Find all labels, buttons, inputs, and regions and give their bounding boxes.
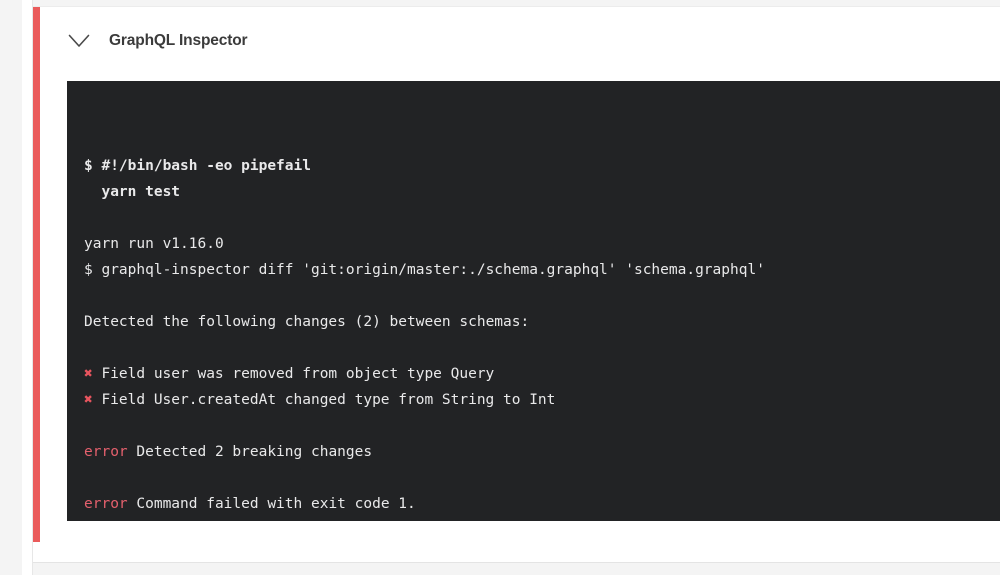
terminal-line: info Visit https://yarnpkg.com/en/docs/c… (84, 517, 1000, 521)
job-step-card: GraphQL Inspector $ #!/bin/bash -eo pipe… (33, 6, 1000, 563)
terminal-line (84, 283, 1000, 309)
terminal-line-text: Detected the following changes (2) betwe… (84, 314, 530, 330)
terminal-line-text: yarn run v1.16.0 (84, 236, 224, 252)
terminal-line: error Detected 2 breaking changes (84, 439, 1000, 465)
error-label: error (84, 444, 128, 460)
terminal-line-text: yarn test (84, 184, 181, 200)
terminal-line-text: Field User.createdAt changed type from S… (92, 392, 556, 408)
terminal-line: $ graphql-inspector diff 'git:origin/mas… (84, 257, 1000, 283)
terminal-line-text: Field user was removed from object type … (92, 366, 495, 382)
terminal-line-text: Detected 2 breaking changes (127, 444, 373, 460)
error-label: error (84, 496, 128, 512)
terminal-line-text: $ #!/bin/bash -eo pipefail (84, 158, 311, 174)
card-header-toggle[interactable]: GraphQL Inspector (40, 7, 248, 75)
terminal-line: Detected the following changes (2) betwe… (84, 309, 1000, 335)
page-title: GraphQL Inspector (109, 32, 248, 49)
terminal-line-text: $ graphql-inspector diff 'git:origin/mas… (84, 262, 765, 278)
gutter-edge (22, 0, 33, 575)
terminal-line: error Command failed with exit code 1. (84, 491, 1000, 517)
terminal-line: $ #!/bin/bash -eo pipefail (84, 153, 1000, 179)
terminal-line: ✖ Field user was removed from object typ… (84, 361, 1000, 387)
terminal-log-lines: $ #!/bin/bash -eo pipefail yarn test yar… (67, 153, 1000, 521)
terminal-line (84, 413, 1000, 439)
chevron-down-icon[interactable] (64, 26, 94, 56)
terminal-log-panel[interactable]: $ #!/bin/bash -eo pipefail yarn test yar… (67, 81, 1000, 521)
left-gutter (0, 0, 22, 575)
terminal-line (84, 205, 1000, 231)
terminal-line: yarn run v1.16.0 (84, 231, 1000, 257)
terminal-line: ✖ Field User.createdAt changed type from… (84, 387, 1000, 413)
error-cross-icon: ✖ (84, 366, 93, 382)
terminal-line (84, 465, 1000, 491)
status-accent-bar (33, 7, 40, 542)
terminal-line-text: Command failed with exit code 1. (127, 496, 416, 512)
error-cross-icon: ✖ (84, 392, 93, 408)
terminal-line (84, 335, 1000, 361)
terminal-line: yarn test (84, 179, 1000, 205)
